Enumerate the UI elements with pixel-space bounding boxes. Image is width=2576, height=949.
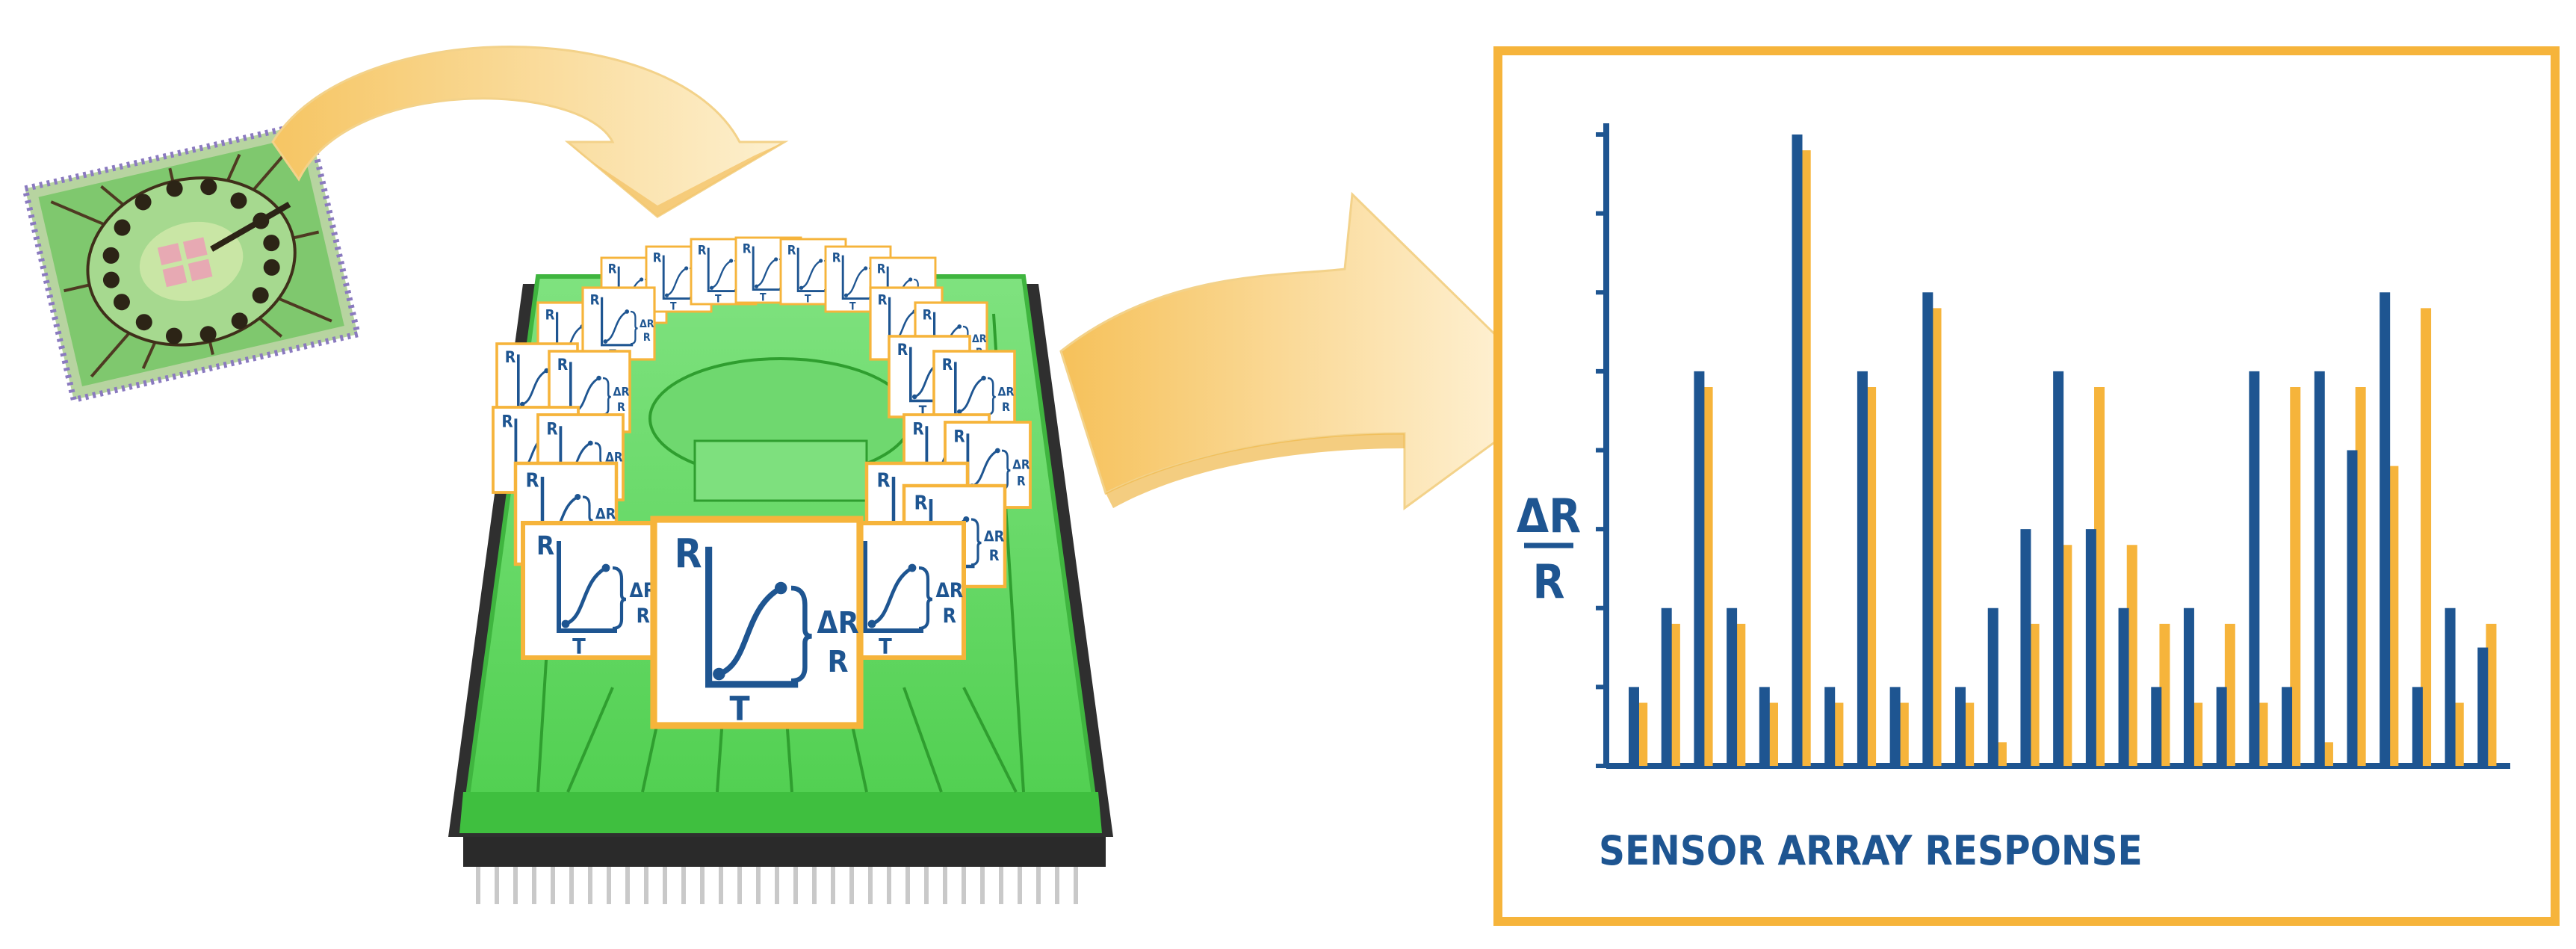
bar-blue (2380, 292, 2391, 766)
chart-ylabel-denominator: R (1533, 554, 1565, 609)
sensor-chip (21, 119, 362, 404)
bar-blue (1987, 608, 1998, 766)
bar-gold (1768, 702, 1778, 766)
bar-gold (2192, 702, 2203, 766)
response-chart-panel: ΔR R SENSOR ARRAY RESPONSE (1493, 46, 2560, 926)
bar-blue (1922, 292, 1933, 766)
bar-gold (1898, 702, 1909, 766)
bar-blue (2216, 687, 2227, 766)
bar-gold (2388, 466, 2399, 766)
bar-blue (1824, 687, 1836, 766)
bar-gold (2028, 623, 2040, 766)
bar-blue (1629, 687, 1639, 766)
bar-gold (2159, 623, 2170, 766)
bar-gold (1833, 702, 1844, 766)
bar-gold (2486, 623, 2497, 766)
bar-blue (1759, 687, 1770, 766)
bar-blue (2020, 529, 2031, 766)
bar-blue (2347, 450, 2358, 766)
bar-gold (1963, 702, 1975, 766)
curved-arrow-icon (271, 46, 789, 218)
bar-gold (1702, 387, 1713, 766)
bar-gold (1637, 702, 1648, 766)
bar-gold (2257, 702, 2268, 766)
bar-chart (1596, 123, 2510, 769)
bar-blue (2085, 529, 2096, 766)
bar-gold (2322, 742, 2333, 766)
bar-blue (2477, 647, 2489, 766)
bar-blue (1661, 608, 1672, 766)
bar-blue (1857, 371, 1868, 766)
chart-caption: SENSOR ARRAY RESPONSE (1599, 827, 2143, 874)
bar-blue (2053, 371, 2064, 766)
bar-gold (2126, 545, 2137, 766)
bar-blue (2412, 687, 2423, 766)
bar-blue (1727, 608, 1738, 766)
bar-gold (1866, 387, 1877, 766)
bar-blue (2183, 608, 2194, 766)
bar-blue (1694, 371, 1705, 766)
bar-gold (2355, 387, 2366, 766)
bar-blue (1889, 687, 1901, 766)
bar-blue (2151, 687, 2162, 766)
bar-gold (2453, 702, 2464, 766)
bar-gold (2224, 623, 2235, 766)
bar-blue (2282, 687, 2293, 766)
bar-blue (1955, 687, 1966, 766)
bar-blue (1792, 135, 1803, 766)
bar-blue (2118, 608, 2129, 766)
bar-gold (1800, 150, 1811, 766)
bar-gold (1735, 623, 1746, 766)
bar-gold (2290, 387, 2301, 766)
bar-gold (2421, 308, 2432, 766)
bar-gold (1931, 308, 1942, 766)
bar-blue (2314, 371, 2325, 766)
chart-ylabel-numerator: ΔR (1517, 489, 1581, 543)
bar-gold (2094, 387, 2105, 766)
bar-gold (1669, 623, 1680, 766)
bar-blue (2445, 608, 2456, 766)
right-arrow-icon (1059, 191, 1560, 510)
bar-gold (2061, 545, 2072, 766)
bar-blue (2249, 371, 2260, 766)
bar-gold (1996, 742, 2007, 766)
